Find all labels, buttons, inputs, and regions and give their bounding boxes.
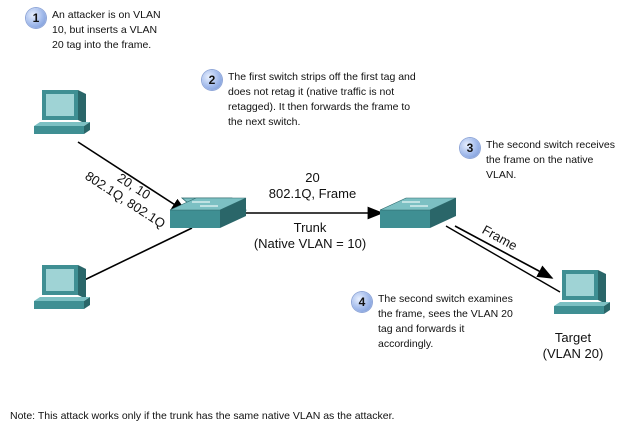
attack-note: Note: This attack works only if the trun…: [10, 410, 395, 422]
step-4-badge: 4: [352, 292, 372, 312]
switch-2-icon: [379, 197, 457, 228]
host2-to-switch1-line: [73, 227, 193, 286]
step-3-text: The second switch receives the frame on …: [486, 139, 615, 181]
step-1-badge: 1: [26, 8, 46, 28]
step-2-text: The first switch strips off the first ta…: [228, 71, 416, 128]
attacker-computer-icon: [34, 90, 90, 134]
target-label: Target (VLAN 20): [542, 330, 604, 361]
trunk-frame-label: 20 802.1Q, Frame: [268, 170, 357, 201]
step-1-callout: 1 An attacker is on VLAN 10, but inserts…: [26, 8, 161, 53]
switch-1-icon: [169, 197, 248, 228]
switch2-to-target-line: [445, 225, 561, 293]
step-4-callout: 4 The second switch examines the frame, …: [352, 292, 513, 352]
step-2-badge: 2: [202, 70, 222, 90]
target-computer-icon: [554, 270, 610, 314]
step-2-callout: 2 The first switch strips off the first …: [202, 70, 416, 130]
step-1-text: An attacker is on VLAN 10, but inserts a…: [52, 9, 161, 51]
trunk-label: Trunk (Native VLAN = 10): [253, 220, 367, 251]
step-3-callout: 3 The second switch receives the frame o…: [460, 138, 615, 183]
switch2-to-target-arrow: [454, 225, 554, 279]
step-4-text: The second switch examines the frame, se…: [378, 293, 513, 350]
host-computer-icon: [34, 265, 90, 309]
step-3-badge: 3: [460, 138, 480, 158]
attacker-to-switch1-arrow: [77, 141, 188, 213]
